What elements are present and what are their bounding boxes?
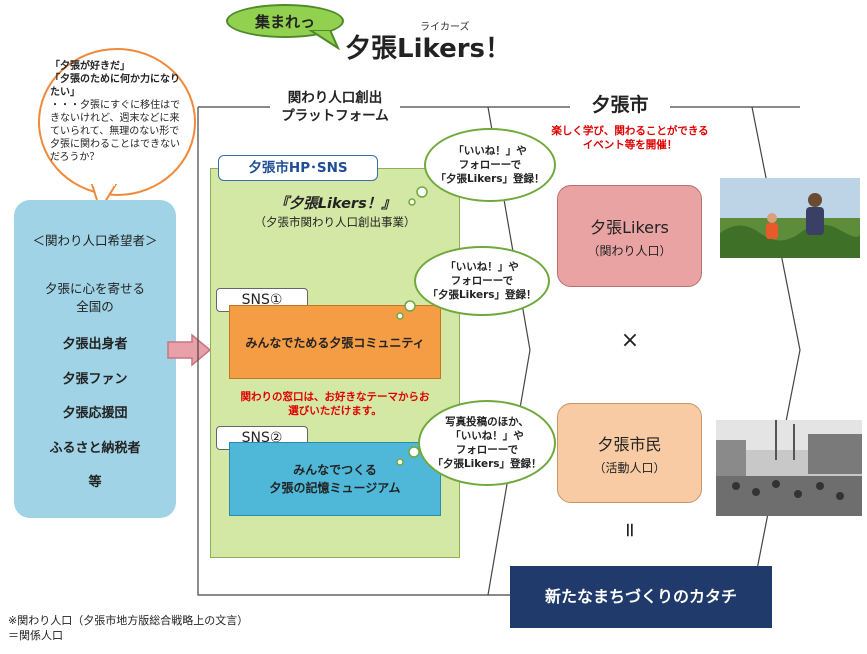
hopefuls-item-5: 等 <box>88 475 102 490</box>
sns2-box: みんなでつくる 夕張の記憶ミュージアム <box>229 442 441 516</box>
equals-symbol: = <box>610 518 650 542</box>
callout-bubble: 集まれっ <box>226 4 344 38</box>
arrow-right-icon <box>167 333 212 367</box>
city-subtitle: 楽しく学び、関わることができる イベント等を開催！ <box>551 125 709 152</box>
hp-sns-label: 夕張市HP･SNS <box>218 155 378 181</box>
project-subtitle: （夕張市関わり人口創出事業） <box>254 215 416 229</box>
sns1-box: みんなでためる夕張コミュニティ <box>229 305 441 379</box>
likers-title: 夕張Likers <box>590 217 669 237</box>
title-ruby: ライカーズ <box>420 22 470 33</box>
citizens-title: 夕張市民 <box>597 434 662 454</box>
footnote: ※関わり人口（夕張市地方版総合戦略上の文言） ＝関係人口 <box>8 614 249 642</box>
callout-tail-icon <box>308 30 340 50</box>
city-title: 夕張市 <box>570 90 670 117</box>
hopefuls-item-4: ふるさと納税者 <box>49 441 141 456</box>
cloud-3: 写真投稿のほか、 「いいね！」や フォローーで 「夕張Likers」登録！ <box>418 400 556 486</box>
project-title: 『夕張Likers！』 <box>274 196 396 212</box>
photo-farm <box>720 178 860 258</box>
photo-old-town <box>716 420 862 516</box>
speech-content: 「夕張が好きだ」 「夕張のために何か力になりたい」 ・・・夕張にすぐに移住はでき… <box>50 60 184 164</box>
speech-body: ・・・夕張にすぐに移住はできないけれど、週末などに来ていられて、無理のない形で夕… <box>50 100 181 163</box>
cloud-1-tail-icon <box>408 186 428 206</box>
speech-bubble <box>38 48 196 196</box>
page-title: 夕張Likers！ <box>345 34 512 64</box>
callout-text: 集まれっ <box>254 12 315 31</box>
hopefuls-intro: 夕張に心を寄せる 全国の <box>44 281 145 314</box>
citizens-subtitle: （活動人口） <box>593 460 666 475</box>
result-box: 新たなまちづくりのカタチ <box>510 566 772 628</box>
cloud-1: 「いいね！」や フォローーで 「夕張Likers」登録！ <box>424 128 556 202</box>
cloud-3-tail-icon <box>396 446 420 466</box>
hopefuls-item-1: 夕張出身者 <box>62 337 128 352</box>
hopefuls-box <box>14 200 176 518</box>
window-note: 関わりの窓口は、お好きなテーマからお選びいただけます。 <box>240 391 430 418</box>
platform-section-title: 関わり人口創出 プラットフォーム <box>270 90 400 126</box>
likers-box: 夕張Likers （関わり人口） <box>557 185 702 287</box>
hopefuls-item-3: 夕張応援団 <box>62 406 128 421</box>
cloud-2-tail-icon <box>396 300 416 320</box>
hopefuls-title: ＜関わり人口希望者＞ <box>32 233 158 248</box>
times-symbol: × <box>620 328 640 353</box>
citizens-box: 夕張市民 （活動人口） <box>557 403 702 503</box>
hopefuls-item-2: 夕張ファン <box>62 372 128 387</box>
speech-line-1: 「夕張が好きだ」 <box>50 61 130 72</box>
speech-line-2: 「夕張のために何か力になりたい」 <box>50 74 180 98</box>
equals-symbol-text: = <box>617 521 642 539</box>
cloud-2: 「いいね！」や フォローーで 「夕張Likers」登録！ <box>414 246 550 316</box>
likers-subtitle: （関わり人口） <box>587 243 672 258</box>
